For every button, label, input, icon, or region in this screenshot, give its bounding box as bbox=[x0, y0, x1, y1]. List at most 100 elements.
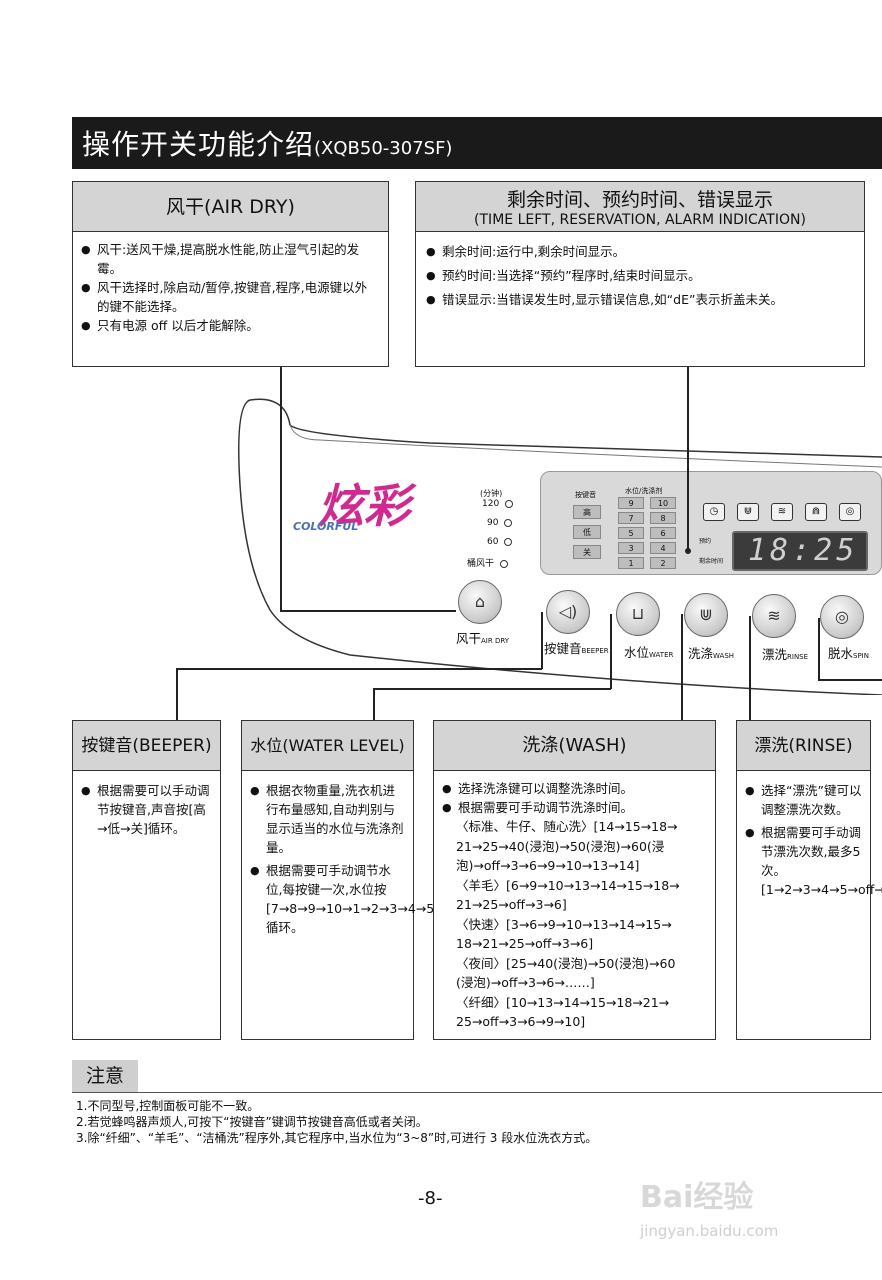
reserve-indicator: 预约 bbox=[699, 538, 712, 545]
beeper-list: 根据需要可以手动调节按键音,声音按[高→低→关]循环。 bbox=[73, 771, 220, 838]
water-level-3[interactable]: 3 bbox=[618, 542, 644, 554]
water-level-5[interactable]: 5 bbox=[618, 527, 644, 539]
water-level-1[interactable]: 1 bbox=[618, 557, 644, 569]
connector-spin-h bbox=[818, 679, 882, 681]
beeper-button-label: 按键音BEEPER bbox=[544, 641, 609, 656]
water-col-label: 水位/洗涤剂 bbox=[625, 487, 663, 495]
water-list: 根据衣物重量,洗衣机进行布量感知,自动判别与显示适当的水位与洗涤剂量。 根据需要… bbox=[242, 771, 488, 937]
connector-wash bbox=[681, 614, 683, 720]
water-level-8[interactable]: 8 bbox=[650, 512, 676, 524]
lcd-display: 18:25 bbox=[732, 531, 868, 571]
list-item: 剩余时间:运行中,剩余时间显示。 bbox=[422, 242, 858, 261]
wash-button-label: 洗涤WASH bbox=[688, 646, 735, 661]
list-item: 错误显示:当错误发生时,显示错误信息,如“dE”表示折盖未关。 bbox=[422, 290, 858, 309]
rinse-list: 选择“漂洗”键可以调整漂洗次数。 根据需要可手动调节漂洗次数,最多5次。[1→2… bbox=[737, 771, 882, 899]
connector-beeper-v bbox=[176, 668, 178, 720]
connector-water-up bbox=[610, 614, 612, 689]
note-line: 2.若觉蜂鸣器声烦人,可按下“按键音”键调节按键音高低或者关闭。 bbox=[76, 1115, 428, 1129]
beeper-off-key[interactable]: 关 bbox=[573, 545, 601, 559]
list-item: 根据需要可手动调节水位,每按键一次,水位按 [7→8→9→10→1→2→3→4→… bbox=[246, 861, 488, 937]
beeper-box-title: 按键音(BEEPER) bbox=[73, 721, 220, 771]
connector-beeper-up bbox=[541, 612, 543, 669]
remain-indicator: 剩余时间 bbox=[699, 558, 724, 565]
shirt-icon: ⌂ bbox=[474, 592, 486, 611]
indicator-60: 60 bbox=[487, 537, 513, 547]
indicator-90: 90 bbox=[487, 518, 513, 528]
watermark-logo: Bai经验 bbox=[640, 1180, 754, 1215]
spin-icon: ◎ bbox=[835, 607, 849, 626]
notes-list: 1.不同型号,控制面板可能不一致。 2.若觉蜂鸣器声烦人,可按下“按键音”键调节… bbox=[76, 1098, 597, 1146]
display-box: 剩余时间、预约时间、错误显示 (TIME LEFT, RESERVATION, … bbox=[415, 181, 865, 367]
water-box-title: 水位(WATER LEVEL) bbox=[242, 721, 413, 771]
beeper-high-key[interactable]: 高 bbox=[573, 505, 601, 519]
list-item: 风干选择时,除启动/暂停,按键音,程序,电源键以外的键不能选择。 bbox=[77, 278, 378, 316]
notes-divider bbox=[72, 1092, 882, 1093]
spin-icon: ◎ bbox=[839, 503, 861, 521]
washtub-icon: ⋓ bbox=[699, 605, 713, 624]
soak-icon: ◷ bbox=[703, 503, 725, 521]
connector-water-v bbox=[373, 688, 375, 720]
speaker-icon: ◁) bbox=[558, 602, 578, 621]
page-number: -8- bbox=[418, 1188, 443, 1209]
water-level-2[interactable]: 2 bbox=[650, 557, 676, 569]
wash-box: 洗涤(WASH) 选择洗涤键可以调整洗涤时间。 根据需要可手动调节洗涤时间。 〈… bbox=[433, 720, 716, 1040]
list-item: 预约时间:当选择“预约”程序时,结束时间显示。 bbox=[422, 266, 858, 285]
wash-line: 〈纤细〉[10→13→14→15→18→21→ bbox=[456, 994, 670, 1010]
page-title-bar: 操作开关功能介绍(XQB50-307SF) bbox=[72, 117, 882, 169]
list-item: 只有电源 off 以后才能解除。 bbox=[77, 316, 378, 335]
wash-program-lines: 〈标准、牛仔、随心洗〉[14→15→18→ 21→25→40(浸泡)→50(浸泡… bbox=[434, 817, 715, 1032]
indicator-tub-dry: 桶风干 bbox=[467, 556, 509, 569]
list-item: 根据衣物重量,洗衣机进行布量感知,自动判别与显示适当的水位与洗涤剂量。 bbox=[246, 781, 405, 857]
connector-water-h bbox=[373, 688, 611, 690]
airdry-box-title: 风干(AIR DRY) bbox=[73, 182, 388, 232]
brand-logo-en: COLORFUL bbox=[293, 520, 359, 533]
connector-spin-v bbox=[818, 618, 820, 680]
water-level-9[interactable]: 9 bbox=[618, 497, 644, 509]
connector-display-dot bbox=[685, 548, 691, 554]
watermark-url: jingyan.baidu.com bbox=[640, 1222, 779, 1240]
wash-box-title: 洗涤(WASH) bbox=[434, 721, 715, 771]
list-item: 根据需要可手动调节漂洗次数,最多5次。[1→2→3→4→5→off→1] bbox=[741, 823, 882, 899]
beeper-low-key[interactable]: 低 bbox=[573, 525, 601, 539]
rinse-icon: ≋ bbox=[771, 503, 793, 521]
rinse-box-title: 漂洗(RINSE) bbox=[737, 721, 870, 771]
water-level-4[interactable]: 4 bbox=[650, 542, 676, 554]
notes-title: 注意 bbox=[72, 1060, 138, 1092]
connector-rinse bbox=[749, 616, 751, 720]
beeper-button[interactable]: ◁) bbox=[546, 590, 590, 634]
wash-line: 25→off→3→6→9→10] bbox=[456, 1014, 586, 1029]
beeper-box: 按键音(BEEPER) 根据需要可以手动调节按键音,声音按[高→低→关]循环。 bbox=[72, 720, 221, 1040]
rinse-icon: ≋ bbox=[767, 606, 781, 625]
wash-line: 〈羊毛〉[6→9→10→13→14→15→18→ bbox=[456, 877, 680, 893]
wash-line: 18→21→25→off→3→6] bbox=[456, 936, 594, 951]
wash-line: 21→25→40(浸泡)→50(浸泡)→60(浸 bbox=[456, 838, 665, 854]
spin-button[interactable]: ◎ bbox=[820, 595, 864, 639]
connector-display bbox=[687, 367, 689, 549]
note-line: 3.除“纤细”、“羊毛”、“洁桶洗”程序外,其它程序中,当水位为“3~8”时,可… bbox=[76, 1131, 598, 1145]
wash-list: 选择洗涤键可以调整洗涤时间。 根据需要可手动调节洗涤时间。 bbox=[434, 771, 715, 817]
dry-icon: ⋒ bbox=[805, 503, 827, 521]
indicator-120: 120 bbox=[482, 499, 514, 509]
water-button-label: 水位WATER bbox=[624, 645, 674, 660]
water-level-10[interactable]: 10 bbox=[650, 497, 676, 509]
airdry-button[interactable]: ⌂ bbox=[458, 580, 502, 624]
water-level-7[interactable]: 7 bbox=[618, 512, 644, 524]
connector-airdry bbox=[280, 367, 282, 611]
display-box-title: 剩余时间、预约时间、错误显示 (TIME LEFT, RESERVATION, … bbox=[416, 182, 864, 232]
water-box: 水位(WATER LEVEL) 根据衣物重量,洗衣机进行布量感知,自动判别与显示… bbox=[241, 720, 488, 1040]
rinse-box: 漂洗(RINSE) 选择“漂洗”键可以调整漂洗次数。 根据需要可手动调节漂洗次数… bbox=[736, 720, 882, 1040]
wash-line: (浸泡)→off→3→6→……] bbox=[456, 975, 595, 990]
airdry-button-label: 风干AIR DRY bbox=[456, 631, 510, 646]
rinse-button[interactable]: ≋ bbox=[752, 594, 796, 638]
machine-outline bbox=[238, 398, 882, 695]
wash-button[interactable]: ⋓ bbox=[684, 593, 728, 637]
list-item: 选择“漂洗”键可以调整漂洗次数。 bbox=[741, 781, 862, 819]
note-line: 1.不同型号,控制面板可能不一致。 bbox=[76, 1099, 260, 1113]
water-button[interactable]: ⊔ bbox=[616, 592, 660, 636]
display-list: 剩余时间:运行中,剩余时间显示。 预约时间:当选择“预约”程序时,结束时间显示。… bbox=[416, 232, 864, 309]
wash-line: 泡)→off→3→6→9→10→13→14] bbox=[456, 858, 640, 873]
connector-beeper-h bbox=[176, 668, 542, 670]
wash-line: 〈标准、牛仔、随心洗〉[14→15→18→ bbox=[456, 819, 678, 834]
airdry-box: 风干(AIR DRY) 风干:送风干燥,提高脱水性能,防止湿气引起的发霉。 风干… bbox=[72, 181, 389, 367]
water-level-6[interactable]: 6 bbox=[650, 527, 676, 539]
